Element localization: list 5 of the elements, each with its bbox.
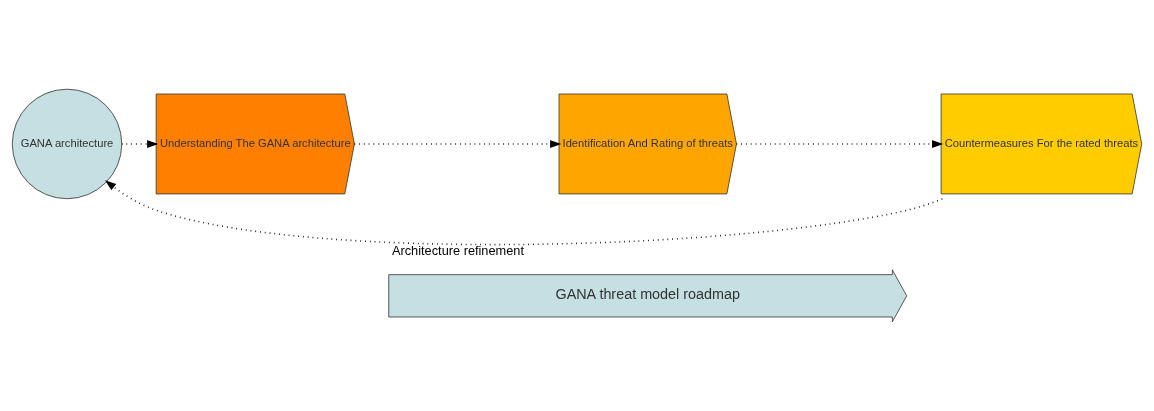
edge-label: Architecture refinement [391,242,524,258]
arrow [121,140,159,148]
node-circle: GANA architecture [11,88,123,200]
arrow [353,140,562,148]
arrow [104,180,944,246]
